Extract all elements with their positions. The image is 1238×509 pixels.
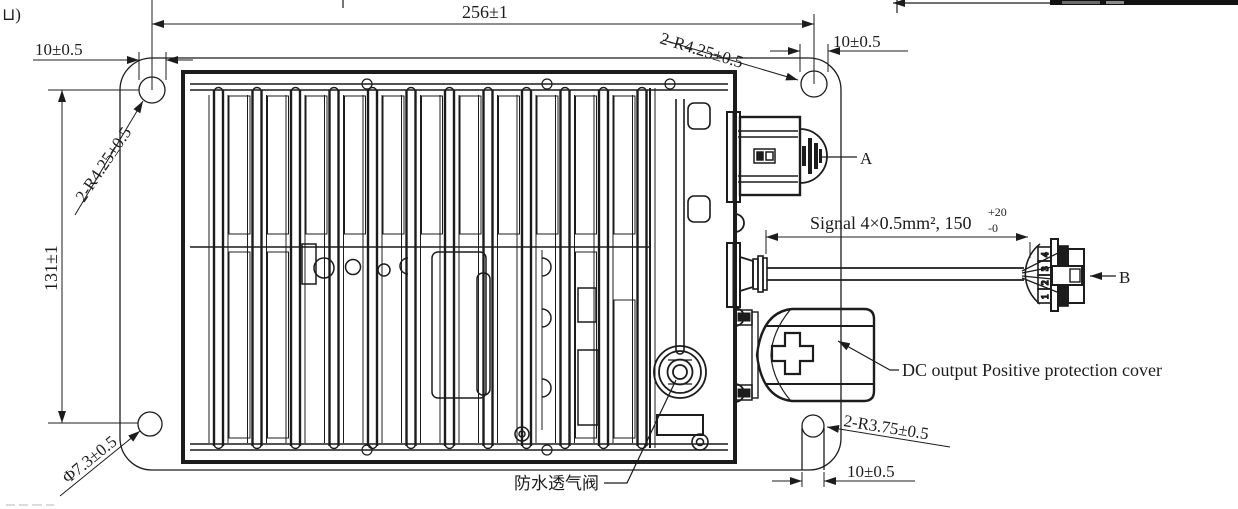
- connector-a-keyway-icon: [753, 148, 776, 164]
- mounting-plate: [119, 0, 842, 471]
- corner-fragment-text: ⊔): [2, 5, 21, 24]
- radius-left-label: 2-R4.25±0.5: [72, 123, 136, 205]
- signal-cable: [726, 242, 1063, 308]
- pin-number-1: 1: [1040, 295, 1050, 300]
- dimensions: [33, 20, 1031, 497]
- signal-tol-upper: +20: [988, 205, 1007, 219]
- signal-tol-lower: -0: [988, 221, 998, 235]
- dim-offset-top-right-label: 10±0.5: [833, 32, 881, 51]
- dim-width-label: 256±1: [462, 2, 508, 22]
- callout-b: B: [1090, 268, 1130, 287]
- pin-number-3: 3: [1040, 266, 1050, 271]
- dim-offset-top-left-label: 10±0.5: [35, 40, 83, 59]
- vertical-slot: [675, 99, 685, 355]
- callout-vent-valve: 防水透气阀: [514, 379, 677, 493]
- channel-outlines: [228, 95, 636, 439]
- signal-cable-spec: Signal 4×0.5mm², 150 +20 -0: [810, 205, 1007, 235]
- signal-cable-label: Signal 4×0.5mm², 150: [810, 213, 972, 233]
- dc-protection-cover: [734, 307, 876, 403]
- bottom-left-faint-marks: [6, 504, 54, 506]
- pin-number-2: 2: [1040, 281, 1050, 286]
- connector-a: [726, 111, 828, 233]
- vent-valve-label: 防水透气阀: [514, 474, 599, 493]
- connector-a-pins: [802, 138, 822, 174]
- vent-valve: [653, 345, 707, 399]
- radius-top-right-label: 2-R4.25±0.5: [658, 29, 746, 72]
- heatsink-body: [181, 70, 737, 464]
- dim-height-label: 131±1: [41, 245, 61, 291]
- right-panel: [649, 88, 711, 451]
- radius-bottom-right-label: 2-R3.75±0.5: [842, 411, 930, 443]
- callout-dc-cover: DC output Positive protection cover: [837, 340, 1162, 380]
- dim-offset-bottom-right-label: 10±0.5: [847, 462, 895, 481]
- mounting-slot-bottom-right: [801, 414, 825, 470]
- hole-diameter-label: Φ7.3±0.5: [59, 432, 121, 487]
- machined-features: [190, 78, 676, 456]
- callout-a: A: [820, 149, 873, 168]
- plus-icon: [770, 331, 815, 376]
- pin-number-4: 4: [1040, 252, 1050, 257]
- label-b: B: [1119, 268, 1130, 287]
- cooling-fins: [208, 86, 648, 450]
- connector-b: 4 3 2 1: [1024, 238, 1085, 312]
- mounting-hole-bottom-left: [137, 411, 163, 437]
- label-a: A: [860, 149, 873, 168]
- dc-cover-label: DC output Positive protection cover: [902, 360, 1162, 380]
